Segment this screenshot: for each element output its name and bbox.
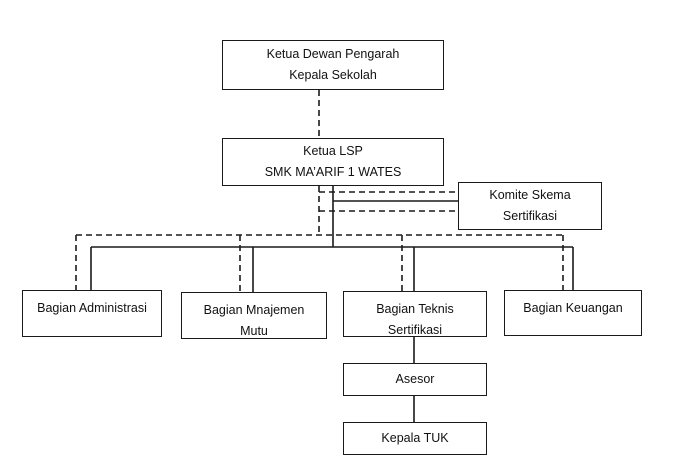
node-ketua-dewan-pengarah: Ketua Dewan Pengarah Kepala Sekolah <box>222 40 444 90</box>
node-komite-skema: Komite Skema Sertifikasi <box>458 182 602 230</box>
node-label: Kepala Sekolah <box>289 68 377 82</box>
node-label: Ketua Dewan Pengarah <box>266 47 400 61</box>
node-bagian-keuangan: Bagian Keuangan <box>504 290 642 336</box>
node-bagian-manajemen-mutu: Bagian Mnajemen Mutu <box>181 292 327 339</box>
node-label: Ketua LSP <box>303 144 363 158</box>
node-label: Sertifikasi <box>387 323 443 337</box>
node-ketua-lsp: Ketua LSP SMK MA’ARIF 1 WATES <box>222 138 444 186</box>
node-label: Mutu <box>240 324 268 338</box>
node-label: Bagian Mnajemen <box>203 303 305 317</box>
node-label: Sertifikasi <box>502 209 558 223</box>
node-label: Asesor <box>395 372 435 386</box>
node-label: Komite Skema <box>489 188 571 202</box>
node-label: Bagian Keuangan <box>523 301 623 315</box>
node-label: SMK MA’ARIF 1 WATES <box>264 165 402 179</box>
node-asesor: Asesor <box>343 363 487 396</box>
node-label: Kepala TUK <box>381 431 449 445</box>
node-label: Bagian Teknis <box>376 302 454 316</box>
node-label: Bagian Administrasi <box>37 301 147 315</box>
node-kepala-tuk: Kepala TUK <box>343 422 487 455</box>
node-bagian-administrasi: Bagian Administrasi <box>22 290 162 337</box>
node-bagian-teknis-sertifikasi: Bagian Teknis Sertifikasi <box>343 291 487 337</box>
